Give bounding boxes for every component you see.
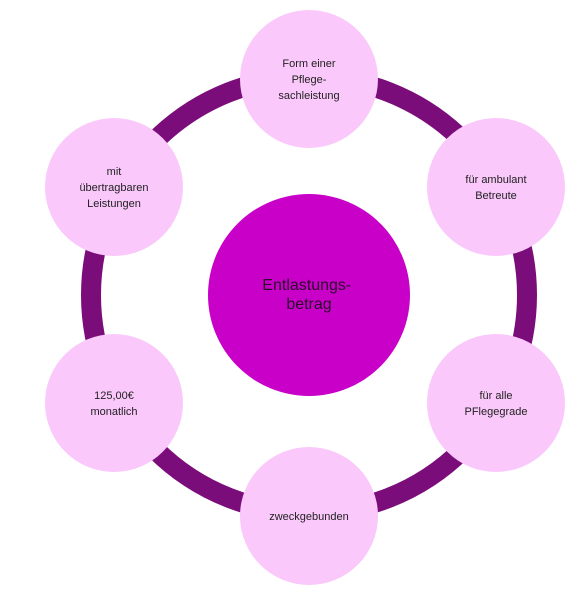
satellite-label-line: mit [107, 166, 122, 178]
satellite-circle [427, 118, 565, 256]
satellite-label-line: monatlich [90, 406, 137, 418]
center-circle [208, 194, 410, 396]
satellite-label-line: übertragbaren [79, 182, 148, 194]
center-label-line: Entlastungs- [262, 277, 351, 294]
satellite-label-line: Pflege- [292, 74, 327, 86]
satellite-label-line: für alle [479, 390, 512, 402]
satellite-node-monatlich: 125,00€ monatlich [45, 334, 183, 472]
satellite-label-line: Betreute [475, 190, 517, 202]
center-label-line: betrag [286, 296, 331, 313]
center-node: Entlastungs- betrag [208, 194, 410, 396]
satellite-label-line: Leistungen [87, 198, 141, 210]
satellite-circle [240, 10, 378, 148]
satellite-label-line: für ambulant [465, 174, 526, 186]
satellite-label-line: sachleistung [278, 90, 339, 102]
satellite-label-line: Form einer [282, 58, 336, 70]
satellite-circle [240, 447, 378, 585]
satellite-circle [45, 118, 183, 256]
center-label: Entlastungs- betrag [262, 277, 355, 313]
satellite-label: 125,00€ monatlich [90, 390, 137, 418]
satellite-label-line: zweckgebunden [269, 511, 349, 523]
satellite-circle [45, 334, 183, 472]
satellite-label: zweckgebunden [269, 511, 349, 523]
satellite-node-zweckgebunden: zweckgebunden [240, 447, 378, 585]
satellite-circle [427, 334, 565, 472]
satellite-label-line: 125,00€ [94, 390, 134, 402]
satellite-label-line: PFlegegrade [465, 406, 528, 418]
